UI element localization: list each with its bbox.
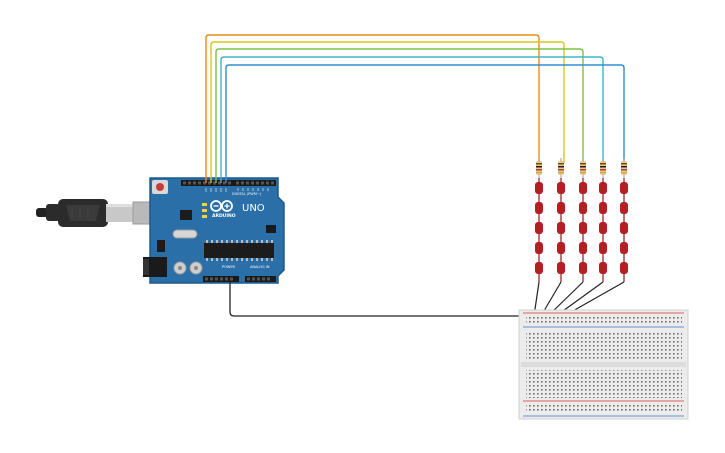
model-label: UNO — [242, 203, 265, 214]
usb-cable — [36, 199, 166, 227]
signal-wires — [205, 34, 625, 183]
led-chain-4 — [599, 178, 607, 282]
atmega-chip — [204, 240, 274, 261]
arduino-uno-board[interactable]: ARDUINO UNO DIGITAL (PWM~) — [143, 177, 285, 284]
wire-1 — [205, 34, 540, 183]
digital-header[interactable] — [181, 180, 276, 186]
digital-label: DIGITAL (PWM~) — [232, 192, 262, 196]
led-chains[interactable] — [535, 178, 628, 282]
led-chain-3 — [579, 178, 587, 282]
arduino-logo — [210, 200, 233, 212]
resistor-4 — [600, 158, 606, 180]
resistor-1 — [536, 158, 542, 180]
resistors[interactable] — [536, 158, 627, 180]
rail-holes-top — [526, 316, 682, 324]
analog-label: ANALOG IN — [250, 265, 270, 269]
wire-2 — [210, 41, 565, 183]
breadboard[interactable] — [518, 309, 689, 420]
terminal-holes-lower — [526, 370, 682, 398]
rail-holes-bottom — [526, 404, 682, 413]
led-chain-5 — [620, 178, 628, 282]
wire-5 — [225, 64, 625, 183]
brand-label: ARDUINO — [212, 213, 236, 219]
wire-3 — [215, 48, 584, 183]
resistor-3 — [580, 158, 586, 180]
wire-4 — [220, 56, 604, 183]
ground-wire — [229, 282, 528, 317]
led-chain-1 — [535, 178, 543, 282]
resistor-2 — [558, 158, 564, 180]
terminal-holes-upper — [526, 331, 682, 359]
power-label: POWER — [222, 265, 236, 269]
led-chain-2 — [557, 178, 565, 282]
power-analog-header[interactable] — [203, 276, 276, 282]
resistor-5 — [621, 158, 627, 180]
